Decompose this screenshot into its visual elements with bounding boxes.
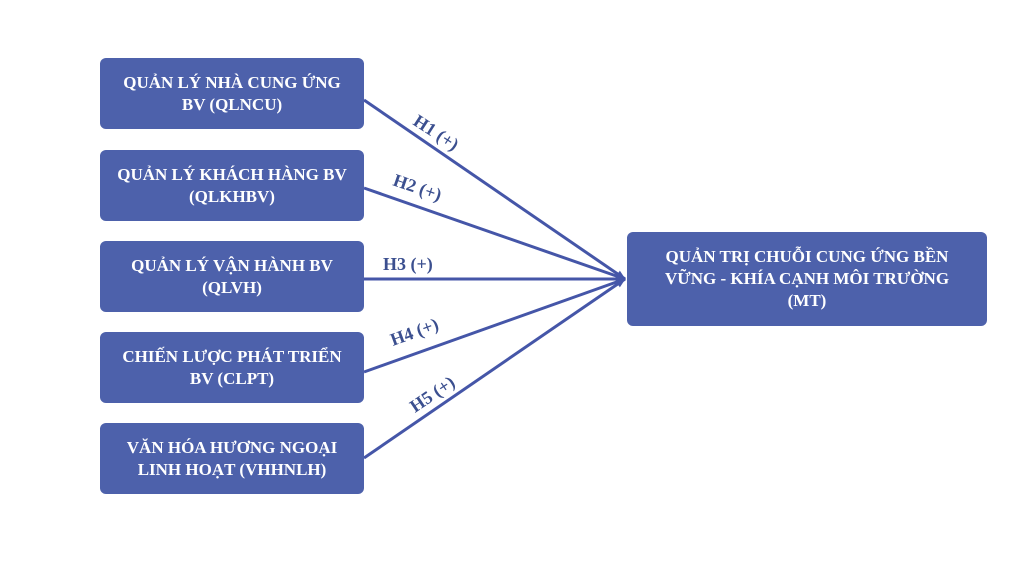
target-node-line3: (MT) [787, 291, 827, 310]
label-h4: H4 (+) [388, 314, 442, 351]
target-node-mt: QUẢN TRỊ CHUỖI CUNG ỨNG BỀN VỮNG - KHÍA … [627, 232, 987, 326]
source-node-qlvh-line2: (QLVH) [202, 277, 262, 297]
source-node-qlkhbv: QUẢN LÝ KHÁCH HÀNG BV (QLKHBV) [100, 150, 364, 221]
edge-h4 [363, 277, 626, 374]
source-node-vhhnlh-line2: LINH HOẠT (VHHNLH) [137, 459, 327, 479]
source-node-qlncu-line1: QUẢN LÝ NHÀ CUNG ỨNG [123, 72, 341, 92]
edge-h1 [363, 98, 626, 281]
source-node-vhhnlh: VĂN HÓA HƯƠNG NGOẠI LINH HOẠT (VHHNLH) [100, 423, 364, 494]
target-node-line1: QUẢN TRỊ CHUỖI CUNG ỨNG BỀN [665, 247, 949, 266]
source-node-clpt-line1: CHIẾN LƯỢC PHÁT TRIỂN [122, 346, 342, 366]
source-node-qlkhbv-line2: (QLKHBV) [189, 186, 275, 206]
edge-h2 [363, 186, 626, 281]
source-node-clpt: CHIẾN LƯỢC PHÁT TRIỂN BV (CLPT) [100, 332, 364, 403]
source-node-vhhnlh-line1: VĂN HÓA HƯƠNG NGOẠI [126, 437, 338, 457]
source-node-clpt-line2: BV (CLPT) [189, 368, 275, 388]
label-h3: H3 (+) [383, 254, 433, 275]
edge-h5 [363, 277, 626, 460]
source-node-qlvh: QUẢN LÝ VẬN HÀNH BV (QLVH) [100, 241, 364, 312]
source-node-qlvh-line1: QUẢN LÝ VẬN HÀNH BV [131, 255, 333, 275]
source-node-qlncu-line2: BV (QLNCU) [181, 94, 283, 114]
source-node-qlkhbv-line1: QUẢN LÝ KHÁCH HÀNG BV [117, 164, 347, 184]
source-node-qlncu: QUẢN LÝ NHÀ CUNG ỨNG BV (QLNCU) [100, 58, 364, 129]
target-node-line2: VỮNG - KHÍA CẠNH MÔI TRƯỜNG [664, 269, 950, 288]
